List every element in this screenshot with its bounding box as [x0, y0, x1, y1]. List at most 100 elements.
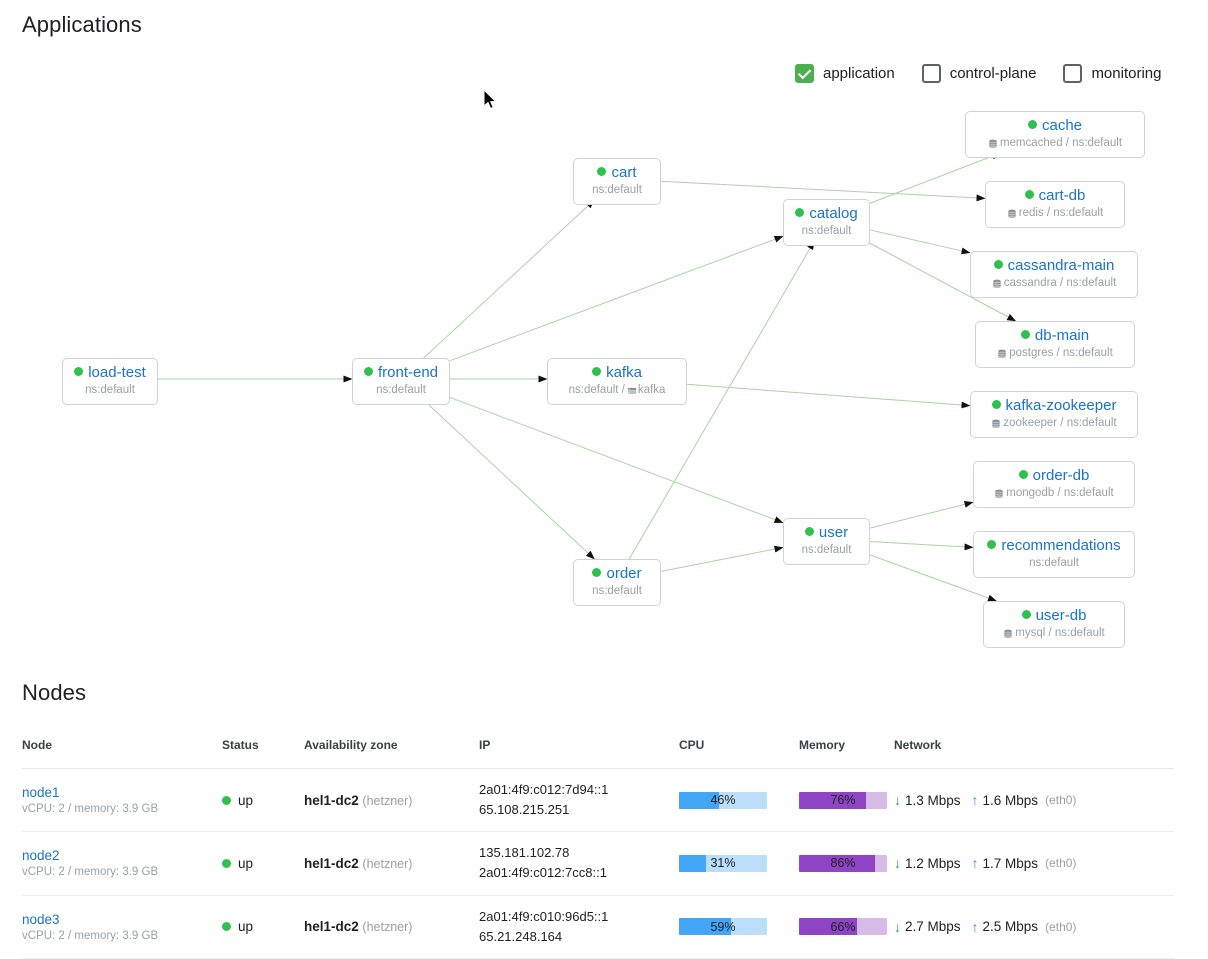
graph-edge-front-end-to-catalog — [449, 235, 784, 362]
graph-node-title: kafka — [558, 364, 676, 382]
checkbox-checked-icon[interactable] — [795, 64, 814, 83]
network-upload-label: 2.5 Mbps — [982, 919, 1039, 935]
legend-filter-control-plane[interactable]: control-plane — [921, 64, 1036, 83]
graph-node-title: order — [584, 565, 650, 583]
node-meta: vCPU: 2 / memory: 3.9 GB — [22, 929, 159, 942]
legend-filter-application[interactable]: application — [795, 64, 895, 83]
graph-node-subtitle: ns:default — [801, 225, 852, 238]
network-download-label: 2.7 Mbps — [905, 919, 961, 935]
legend-filter-monitoring[interactable]: monitoring — [1063, 64, 1161, 83]
graph-node-name: kafka — [606, 364, 642, 381]
graph-node-name: order-db — [1032, 467, 1090, 484]
status-dot-icon — [222, 858, 231, 868]
graph-node-recommendations[interactable]: recommendations ns:default — [973, 531, 1135, 578]
graph-node-name: kafka-zookeeper — [1005, 397, 1117, 414]
graph-node-title: catalog — [794, 205, 859, 223]
status-dot-icon — [987, 540, 997, 549]
cell-cpu: 31% — [679, 831, 799, 896]
network-download-label: 1.2 Mbps — [905, 855, 961, 871]
graph-edge-front-end-to-user — [449, 396, 784, 524]
column-header-ip[interactable]: IP — [479, 738, 679, 769]
graph-node-title: order-db — [984, 467, 1124, 485]
upload-arrow-icon: ↑ — [971, 918, 979, 935]
graph-node-subtitle-text: mysql / ns:default — [1015, 627, 1105, 640]
graph-node-subtitle: memcached / ns:default — [976, 137, 1134, 150]
status-dot-icon — [1024, 190, 1034, 199]
upload-arrow-icon: ↑ — [971, 792, 979, 809]
graph-node-title: cart — [584, 164, 650, 182]
graph-node-subtitle-text: memcached / ns:default — [999, 137, 1123, 150]
graph-node-subtitle: ns:default — [1029, 557, 1079, 570]
graph-node-name: cache — [1041, 117, 1083, 134]
column-header-network[interactable]: Network — [894, 738, 1174, 769]
graph-node-name: db-main — [1034, 327, 1090, 344]
column-header-availability-zone[interactable]: Availability zone — [304, 738, 479, 769]
az-name: hel1-dc2 — [304, 792, 359, 808]
node-link[interactable]: node2 — [22, 848, 60, 864]
graph-node-subtitle: redis / ns:default — [996, 207, 1114, 220]
memory-usage-bar: 86% — [799, 854, 887, 872]
graph-node-cache[interactable]: cache memcached / ns:default — [965, 111, 1145, 158]
cell-network: ↓2.7 Mbps↑2.5 Mbps(eth0) — [894, 895, 1174, 959]
graph-node-subtitle-text: zookeeper / ns:default — [1003, 417, 1117, 430]
cpu-usage-label: 31% — [710, 856, 736, 871]
status-badge: up — [222, 856, 304, 871]
cell-node: node3 vCPU: 2 / memory: 3.9 GB — [22, 895, 222, 959]
cell-availability-zone: hel1-dc2 (hetzner) — [304, 831, 479, 896]
graph-node-name: cart — [611, 164, 637, 181]
cell-network: ↓1.2 Mbps↑1.7 Mbps(eth0) — [894, 831, 1174, 896]
cell-cpu: 59% — [679, 895, 799, 959]
download-arrow-icon: ↓ — [894, 855, 901, 872]
status-dot-icon — [222, 795, 231, 805]
cpu-usage-bar: 46% — [679, 791, 767, 809]
graph-node-subtitle: ns:default — [801, 544, 852, 557]
column-header-memory[interactable]: Memory — [799, 738, 894, 769]
checkbox-unchecked-icon[interactable] — [921, 64, 941, 83]
memory-usage-bar: 76% — [799, 791, 887, 809]
cell-status: up — [222, 768, 304, 833]
status-dot-icon — [597, 167, 607, 176]
graph-node-name: recommendations — [1001, 537, 1121, 554]
graph-node-title: cache — [976, 117, 1134, 135]
node-link[interactable]: node3 — [22, 911, 60, 927]
nodes-table-head: Node Status Availability zone IP CPU Mem… — [22, 738, 1174, 769]
az-provider: (hetzner) — [362, 793, 413, 808]
cell-status: up — [222, 895, 304, 959]
network-interface-label: (eth0) — [1045, 919, 1077, 934]
column-header-status[interactable]: Status — [222, 738, 304, 769]
status-dot-icon — [1018, 470, 1028, 479]
graph-node-catalog[interactable]: catalog ns:default — [783, 199, 870, 246]
status-dot-icon — [1020, 330, 1030, 339]
column-header-cpu[interactable]: CPU — [679, 738, 799, 769]
cell-availability-zone: hel1-dc2 (hetzner) — [304, 768, 479, 833]
memory-usage-label: 76% — [830, 793, 856, 808]
graph-node-title: front-end — [363, 364, 439, 382]
node-link[interactable]: node1 — [22, 785, 60, 801]
nodes-table: Node Status Availability zone IP CPU Mem… — [22, 738, 1174, 959]
graph-node-name: order — [606, 565, 642, 582]
checkbox-unchecked-icon[interactable] — [1063, 64, 1083, 83]
network-interface-label: (eth0) — [1045, 856, 1077, 871]
status-dot-icon — [991, 400, 1001, 409]
graph-node-kafka-zookeeper[interactable]: kafka-zookeeper zookeeper / ns:default — [970, 391, 1138, 438]
graph-edge-user-to-recommendations — [869, 540, 974, 551]
status-dot-icon — [592, 367, 602, 376]
column-header-node[interactable]: Node — [22, 738, 222, 769]
